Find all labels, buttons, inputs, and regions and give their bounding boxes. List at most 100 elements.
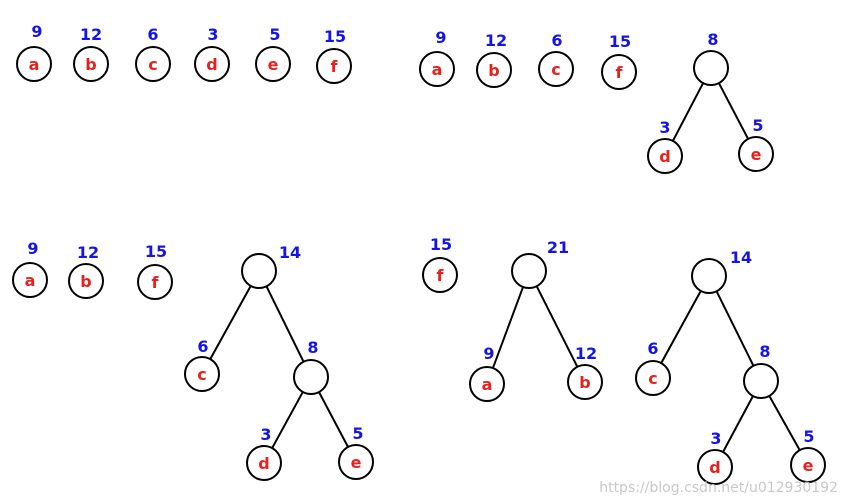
node-letter: f [437, 266, 445, 285]
node-letter: f [616, 63, 624, 82]
node-circle [538, 51, 574, 87]
node-letter: c [551, 60, 560, 79]
node-circle [419, 51, 455, 87]
node-letter: c [648, 369, 657, 388]
node-letter: f [152, 273, 160, 292]
edges-layer [209, 82, 801, 453]
internal-node-8: 8 [693, 30, 729, 86]
panel-step2-edges [671, 82, 750, 142]
node-letter: b [80, 272, 91, 291]
edge-n14-to-n8 [265, 285, 305, 363]
node-weight: 6 [647, 339, 658, 358]
edge-n14-to-c [660, 290, 702, 364]
panel-step4-edges [491, 285, 801, 453]
node-weight: 5 [352, 424, 363, 443]
internal-node-14: 14 [691, 248, 752, 294]
node-circle [469, 366, 505, 402]
leaf-node-e: e5 [255, 25, 291, 82]
leaf-node-f: f15 [422, 235, 458, 293]
leaf-node-a: a9 [419, 28, 455, 87]
leaf-node-e: e5 [338, 424, 374, 480]
node-circle [316, 48, 352, 84]
node-weight: 12 [80, 25, 102, 44]
leaf-node-f: f 15 [137, 242, 173, 300]
leaf-node-b: b 12 [73, 25, 109, 82]
node-letter: b [488, 61, 499, 80]
node-circle [184, 356, 220, 392]
node-letter: a [432, 60, 443, 79]
leaf-node-f: f15 [316, 27, 352, 84]
node-circle [241, 253, 277, 289]
node-letter: c [197, 365, 206, 384]
node-weight: 6 [197, 337, 208, 356]
node-circle [601, 54, 637, 90]
node-circle [697, 449, 733, 485]
node-circle [693, 50, 729, 86]
node-letter: d [206, 55, 217, 74]
node-weight: 12 [575, 344, 597, 363]
leaf-node-d: d3 [194, 25, 230, 82]
leaf-node-a: a9 [469, 344, 505, 402]
internal-node-21: 21 [511, 238, 569, 289]
node-weight: 6 [551, 31, 562, 50]
leaf-node-c: c6 [184, 337, 220, 392]
node-weight: 3 [207, 25, 218, 44]
leaf-node-b: b12 [68, 243, 104, 299]
edge-n8-to-d [722, 395, 754, 453]
node-circle [73, 46, 109, 82]
node-letter: a [482, 375, 493, 394]
leaf-node-b: b12 [567, 344, 603, 400]
leaf-node-c: c6 [538, 31, 574, 87]
node-circle [567, 364, 603, 400]
node-weight: 15 [145, 242, 167, 261]
leaf-node-b: b 12 [476, 31, 512, 88]
node-weight: 5 [269, 25, 280, 44]
node-weight: 21 [547, 238, 569, 257]
leaf-node-c: c6 [135, 25, 171, 82]
node-circle [194, 46, 230, 82]
leaf-node-c: c6 [635, 339, 671, 396]
edge-n8-to-d [271, 391, 304, 449]
node-circle [293, 359, 329, 395]
leaf-node-f: f15 [601, 32, 637, 90]
node-letter: e [803, 456, 814, 475]
node-circle [255, 46, 291, 82]
node-circle [476, 52, 512, 88]
watermark-text: https://blog.csdn.net/u012930192 [599, 480, 838, 496]
edge-n14-to-n8 [715, 290, 755, 367]
node-circle [68, 263, 104, 299]
node-circle [338, 444, 374, 480]
node-weight: 5 [752, 116, 763, 135]
node-letter: e [351, 453, 362, 472]
node-letter: f [331, 57, 339, 76]
node-weight: 12 [485, 31, 507, 50]
node-letter: a [29, 55, 40, 74]
leaf-node-d: d3 [697, 429, 733, 485]
node-weight: 9 [27, 239, 38, 258]
node-weight: 8 [759, 342, 770, 361]
node-circle [691, 258, 727, 294]
edge-n21-to-b [535, 285, 579, 368]
edge-n21-to-a [491, 286, 525, 369]
node-weight: 3 [659, 118, 670, 137]
node-letter: b [85, 55, 96, 74]
node-weight: 9 [435, 28, 446, 47]
node-letter: d [258, 454, 269, 473]
node-circle [511, 253, 547, 289]
node-circle [246, 445, 282, 481]
internal-node-14: 14 [241, 243, 301, 289]
node-letter: c [148, 55, 157, 74]
node-weight: 6 [147, 25, 158, 44]
edge-n14-to-c [209, 285, 252, 360]
edge-n8-to-e [717, 82, 750, 140]
node-circle [635, 360, 671, 396]
internal-node-8: 8 [743, 342, 779, 399]
node-letter: e [751, 145, 762, 164]
node-weight: 3 [260, 425, 271, 444]
node-weight: 9 [31, 22, 42, 41]
